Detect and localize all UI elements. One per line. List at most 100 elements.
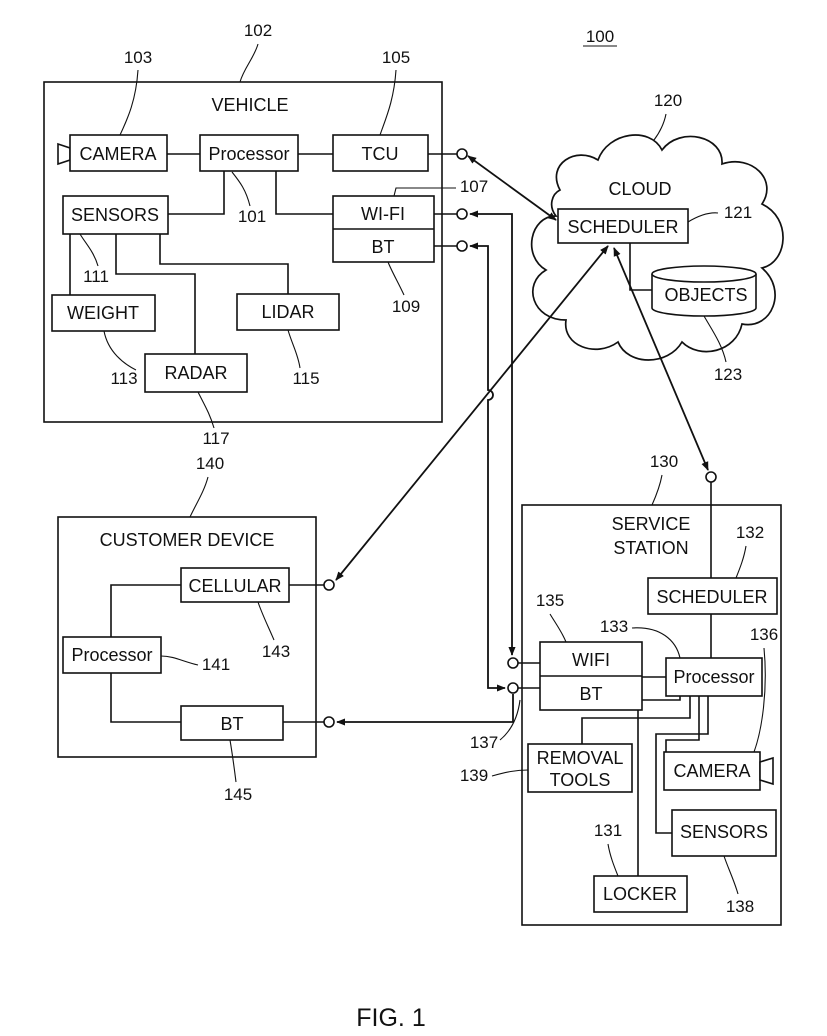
wire-processor-removal — [581, 696, 691, 744]
leader-service-station — [651, 474, 663, 506]
vehicle-tcu-box — [332, 134, 429, 172]
vehicle-wifi-label: WI-FI — [361, 204, 405, 224]
ref-station-processor: 133 — [600, 617, 628, 636]
vehicle-camera-box — [69, 134, 168, 172]
ref-service-station: 130 — [650, 452, 678, 471]
vehicle-bt-port — [456, 240, 468, 252]
tcu-port — [456, 148, 468, 160]
customer-device-frame — [57, 516, 317, 758]
cloud-block: CLOUD SCHEDULER OBJECTS — [530, 134, 784, 361]
cloud-scheduler-label: SCHEDULER — [567, 217, 678, 237]
service-station-block: SERVICE STATION SCHEDULER WIFI BT Proces… — [507, 471, 782, 926]
cloud-objects-top — [651, 265, 757, 283]
station-removal-label-line2: TOOLS — [550, 770, 611, 790]
leader-vehicle-tcu — [379, 69, 397, 136]
vehicle-camera-label: CAMERA — [79, 144, 156, 164]
vehicle-processor-box — [199, 134, 299, 172]
cloud-scheduler-box — [557, 208, 689, 244]
cloud-objects-label: OBJECTS — [664, 285, 747, 305]
wire-sensors-lidar — [159, 234, 289, 294]
link-station-bt-customer-bt — [336, 694, 514, 726]
ref-station-bt: 137 — [470, 733, 498, 752]
ref-vehicle-weight: 113 — [110, 369, 137, 388]
leader-station-locker — [607, 843, 619, 877]
ref-customer-bt: 145 — [224, 785, 252, 804]
figure-caption: FIG. 1 — [356, 1004, 425, 1032]
customer-bt-label: BT — [220, 714, 243, 734]
station-sensors-box — [671, 809, 777, 857]
station-wifi-port — [507, 657, 519, 669]
leader-cloud — [653, 113, 667, 141]
vehicle-processor-label: Processor — [208, 144, 289, 164]
station-processor-label: Processor — [673, 667, 754, 687]
ref-cloud: 120 — [654, 91, 682, 110]
leader-customer-device — [189, 476, 209, 518]
wire-sensors-radar — [115, 234, 196, 354]
vehicle-wifi-port — [456, 208, 468, 220]
service-station-title-line1: SERVICE — [612, 514, 691, 534]
link-cloud-service-station — [613, 247, 709, 471]
station-wifi-label: WIFI — [572, 650, 610, 670]
customer-bt-box — [180, 705, 284, 741]
link-cloud-customer-cellular — [335, 245, 609, 581]
ref-station-locker: 131 — [594, 821, 622, 840]
leader-station-removal — [491, 769, 529, 777]
ref-station-scheduler: 132 — [736, 523, 764, 542]
cellular-port — [323, 579, 335, 591]
service-station-title-line2: STATION — [613, 538, 688, 558]
leader-vehicle-sensors — [79, 233, 99, 267]
customer-processor-label: Processor — [71, 645, 152, 665]
ref-vehicle-camera: 103 — [124, 48, 152, 67]
wire-processor-camera — [665, 696, 700, 752]
ref-vehicle: 102 — [244, 21, 272, 40]
leader-station-camera — [753, 647, 766, 753]
ref-station-wifi: 135 — [536, 591, 564, 610]
vehicle-sensors-label: SENSORS — [71, 205, 159, 225]
wire-processor-sensors — [655, 696, 709, 834]
link-tcu-cloud — [467, 155, 557, 221]
ref-customer-processor: 141 — [202, 655, 230, 674]
station-scheduler-label: SCHEDULER — [656, 587, 767, 607]
vehicle-sensors-box — [62, 195, 169, 235]
station-cloud-port — [705, 471, 717, 483]
vehicle-radar-label: RADAR — [164, 363, 227, 383]
link-vehicle-bt-station-bt — [469, 242, 506, 692]
leader-station-scheduler — [735, 545, 747, 579]
ref-vehicle-sensors: 111 — [83, 267, 109, 286]
leader-station-sensors — [723, 855, 739, 895]
station-removal-label-line1: REMOVAL — [537, 748, 624, 768]
ref-cloud-scheduler: 121 — [724, 203, 752, 222]
ref-vehicle-lidar: 115 — [292, 369, 319, 388]
leader-station-processor — [631, 627, 681, 659]
leader-station-bt — [499, 699, 521, 741]
station-camera-lens-icon — [759, 756, 774, 786]
station-bt-port — [507, 682, 519, 694]
station-camera-label: CAMERA — [673, 761, 750, 781]
leader-vehicle-radar — [197, 391, 215, 429]
cloud-title: CLOUD — [608, 179, 671, 199]
ref-customer-cellular: 143 — [262, 642, 290, 661]
leader-customer-processor — [160, 655, 199, 666]
cloud-outline — [530, 134, 784, 361]
station-scheduler-box — [647, 577, 778, 615]
leader-vehicle-processor — [231, 171, 251, 207]
vehicle-weight-label: WEIGHT — [67, 303, 139, 323]
ref-vehicle-wifi: 107 — [460, 177, 488, 196]
vehicle-radar-box — [144, 353, 248, 393]
ref-vehicle-radar: 117 — [202, 429, 229, 448]
vehicle-tcu-label: TCU — [362, 144, 399, 164]
ref-vehicle-bt: 109 — [392, 297, 420, 316]
figure-number: 100 — [586, 27, 614, 46]
station-processor-box — [665, 657, 763, 697]
leader-vehicle-wifi — [393, 187, 456, 197]
leader-vehicle-lidar — [287, 329, 301, 369]
ref-station-sensors: 138 — [726, 897, 754, 916]
ref-station-camera: 136 — [750, 625, 778, 644]
camera-lens-icon — [57, 142, 71, 166]
leader-vehicle-camera — [119, 69, 139, 136]
wire-processor-bt — [110, 673, 181, 723]
wire-processor-wifi — [275, 171, 333, 215]
leader-vehicle-bt — [387, 261, 405, 296]
station-sensors-label: SENSORS — [680, 822, 768, 842]
